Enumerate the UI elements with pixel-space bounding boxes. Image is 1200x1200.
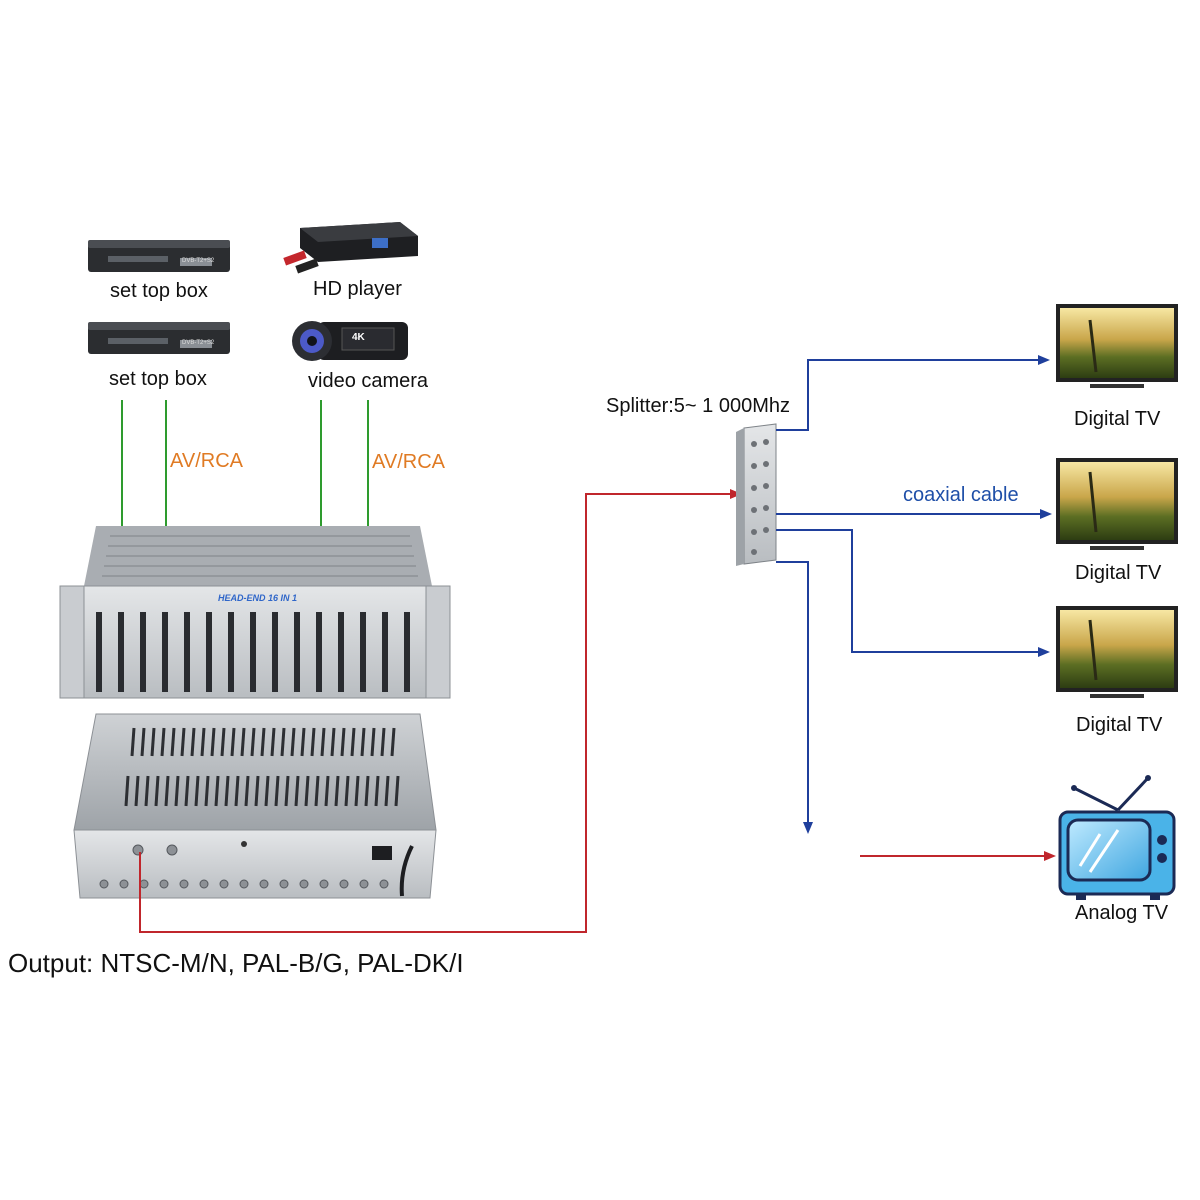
hd-player [283, 222, 418, 274]
digital-tv-1-label: Digital TV [1074, 408, 1161, 430]
coaxial-cable-label: coaxial cable [903, 484, 1019, 506]
stb1-label: set top box [110, 280, 208, 302]
stb2-label: set top box [109, 368, 207, 390]
analog-tv-label: Analog TV [1075, 902, 1169, 924]
headend-front-unit [59, 526, 451, 699]
coax-line-4 [776, 561, 809, 822]
video-camera [292, 321, 408, 361]
avrca-label-right: AV/RCA [372, 451, 445, 473]
splitter [736, 423, 777, 566]
coax-line-3 [776, 529, 1040, 653]
stb2-brand-text: DVB-T2+S2 [182, 340, 215, 346]
video-camera-label: video camera [308, 370, 429, 392]
digital-tv-2 [1056, 458, 1178, 550]
avrca-label-left: AV/RCA [170, 450, 243, 472]
digital-tv-3-label: Digital TV [1076, 714, 1163, 736]
coaxial-lines [776, 359, 1040, 822]
digital-tv-1 [1056, 304, 1178, 388]
headend-front-text: HEAD-END 16 IN 1 [218, 593, 298, 603]
splitter-label: Splitter:5~ 1 000Mhz [606, 395, 790, 417]
set-top-box-2 [88, 322, 230, 354]
output-label: Output: NTSC-M/N, PAL-B/G, PAL-DK/I [8, 948, 464, 978]
digital-tv-3 [1056, 606, 1178, 698]
analog-tv [1058, 775, 1176, 900]
analog-red-line [860, 851, 1056, 861]
set-top-box-1 [88, 240, 230, 272]
hd-player-label: HD player [313, 278, 402, 300]
headend-rear-unit [73, 713, 437, 899]
coaxial-arrowheads [803, 355, 1052, 834]
digital-tv-2-label: Digital TV [1075, 562, 1162, 584]
camera-4k-badge: 4K [352, 332, 365, 343]
stb1-brand-text: DVB-T2+S2 [182, 258, 215, 264]
coax-line-1 [776, 359, 1040, 431]
